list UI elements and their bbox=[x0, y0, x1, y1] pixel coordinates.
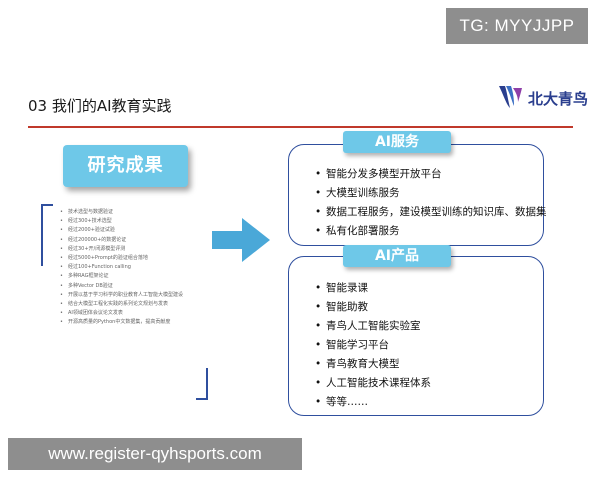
product-item: 等等…… bbox=[315, 393, 431, 412]
service-item: 数据工程服务，建设模型训练的知识库、数据集 bbox=[315, 203, 547, 222]
research-item: 经过200000+的数据论证 bbox=[60, 236, 183, 245]
services-label: AI服务 bbox=[343, 131, 451, 153]
research-item: 经过2000+验证试验 bbox=[60, 226, 183, 235]
service-item: 大模型训练服务 bbox=[315, 184, 547, 203]
research-item: 多种Vector DB验证 bbox=[60, 282, 183, 291]
research-item: 结合大模型工程化实践的系列论文规划与发表 bbox=[60, 300, 183, 309]
arrow-right-icon bbox=[212, 218, 270, 262]
slide-title: 03 我们的AI教育实践 bbox=[28, 97, 172, 115]
product-item: 人工智能技术课程体系 bbox=[315, 374, 431, 393]
research-list: 技术选型与数据验证 经过300+技术选型 经过2000+验证试验 经过20000… bbox=[60, 208, 183, 328]
service-item: 智能分发多模型开放平台 bbox=[315, 165, 547, 184]
services-panel: 智能分发多模型开放平台 大模型训练服务 数据工程服务，建设模型训练的知识库、数据… bbox=[288, 144, 547, 246]
research-item: 技术选型与数据验证 bbox=[60, 208, 183, 217]
product-item: 智能录课 bbox=[315, 279, 431, 298]
logo: 北大青鸟 bbox=[496, 82, 596, 116]
research-item: 开源高质量的Python中文数据集，提高贡献度 bbox=[60, 318, 183, 327]
service-item: 私有化部署服务 bbox=[315, 222, 547, 241]
bracket-top-left bbox=[41, 204, 53, 266]
watermark-top: TG: MYYJJPP bbox=[446, 8, 588, 44]
research-item: 开展以基于学习科学的职业教育人工智能大模型建设 bbox=[60, 291, 183, 300]
product-item: 智能助教 bbox=[315, 298, 431, 317]
product-item: 青鸟教育大模型 bbox=[315, 355, 431, 374]
title-divider bbox=[28, 126, 573, 128]
logo-mark-icon bbox=[499, 86, 522, 108]
research-item: 经过5000+Prompt的验证组合落地 bbox=[60, 254, 183, 263]
product-item: 智能学习平台 bbox=[315, 336, 431, 355]
bracket-bottom-right bbox=[196, 368, 208, 400]
products-label: AI产品 bbox=[343, 245, 451, 267]
research-item: 多种RAG框架论证 bbox=[60, 272, 183, 281]
product-item: 青鸟人工智能实验室 bbox=[315, 317, 431, 336]
research-item: 经过100+Function calling bbox=[60, 263, 183, 272]
products-panel: 智能录课 智能助教 青鸟人工智能实验室 智能学习平台 青鸟教育大模型 人工智能技… bbox=[288, 256, 544, 416]
research-heading: 研究成果 bbox=[63, 145, 188, 187]
watermark-bottom: www.register-qyhsports.com bbox=[8, 438, 302, 470]
research-item: 经过300+技术选型 bbox=[60, 217, 183, 226]
research-item: AI领域团体会议论文发表 bbox=[60, 309, 183, 318]
logo-text: 北大青鸟 bbox=[528, 90, 589, 108]
research-item: 经过30+开/闭源模型评测 bbox=[60, 245, 183, 254]
